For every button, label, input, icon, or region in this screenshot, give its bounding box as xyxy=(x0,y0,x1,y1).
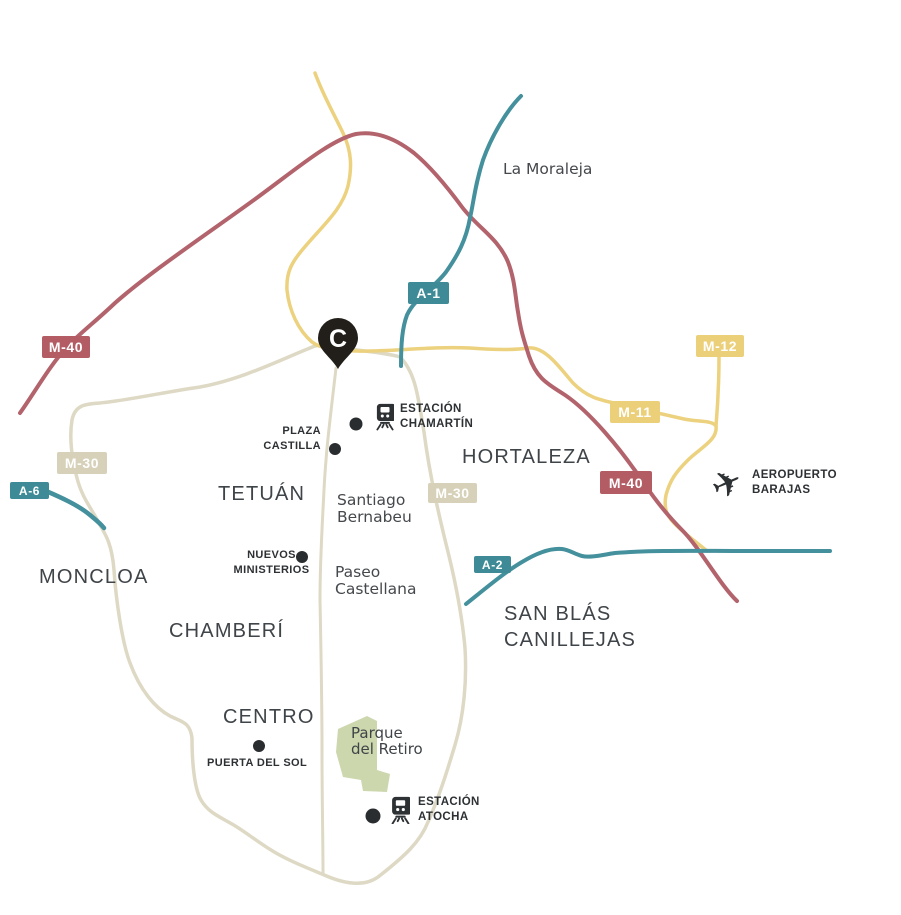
area-label-la-moraleja: La Moraleja xyxy=(503,160,593,178)
road-badge-m40-east: M-40 xyxy=(600,471,652,494)
road-badge-a2: A-2 xyxy=(474,556,511,573)
nuevos-line1: NUEVOS xyxy=(247,549,296,561)
santiago-line1: Santiago xyxy=(337,491,406,509)
dot-estacion-atocha xyxy=(365,808,381,824)
airport-line1: AEROPUERTO xyxy=(752,469,837,481)
place-label-paseo-castellana: Paseo Castellana xyxy=(335,564,416,598)
location-pin: C xyxy=(318,317,358,369)
chamartin-line2: CHAMARTÍN xyxy=(400,417,474,430)
atocha-line2: ATOCHA xyxy=(418,810,469,823)
santiago-line2: Bernabeu xyxy=(337,508,412,526)
station-label-chamartin: ESTACIÓN CHAMARTÍN xyxy=(400,402,473,431)
dot-plaza-castilla xyxy=(329,443,341,455)
road-m12 xyxy=(714,355,721,428)
station-label-atocha: ESTACIÓN ATOCHA xyxy=(418,795,480,824)
district-label-san-blas-line1: SAN BLÁS xyxy=(504,603,612,625)
paseo-line2: Castellana xyxy=(335,580,417,598)
plaza-line2: CASTILLA xyxy=(263,440,321,452)
district-label-san-blas-line2: CANILLEJAS xyxy=(504,629,637,651)
dot-puerta-del-sol xyxy=(253,740,265,752)
road-a1 xyxy=(399,94,523,368)
district-label-centro: CENTRO xyxy=(223,706,315,728)
district-label-san-blas: SAN BLÁS CANILLEJAS xyxy=(504,601,636,653)
road-a2 xyxy=(464,546,832,606)
nuevos-line2: MINISTERIOS xyxy=(233,564,310,576)
road-m11 xyxy=(285,71,718,553)
road-badge-a6: A-6 xyxy=(10,482,49,499)
paseo-line1: Paseo xyxy=(335,563,381,581)
road-badge-m12: M-12 xyxy=(696,335,744,357)
airport-line2: BARAJAS xyxy=(752,483,811,496)
train-icon-chamartin xyxy=(376,402,394,431)
airport-label: AEROPUERTO BARAJAS xyxy=(752,468,837,497)
road-badge-a1: A-1 xyxy=(408,282,449,304)
place-label-santiago-bernabeu: Santiago Bernabeu xyxy=(337,492,412,526)
road-badge-m40-west: M-40 xyxy=(42,336,90,358)
retiro-park-shape xyxy=(336,716,390,792)
dot-nuevos-ministerios xyxy=(296,551,308,563)
road-badge-m30-west: M-30 xyxy=(57,452,107,474)
plaza-line1: PLAZA xyxy=(282,425,321,437)
atocha-line1: ESTACIÓN xyxy=(418,796,480,808)
road-badge-m11: M-11 xyxy=(610,401,660,423)
district-label-chamberi: CHAMBERÍ xyxy=(169,620,285,642)
train-icon-atocha xyxy=(391,796,410,824)
poi-label-puerta-del-sol: PUERTA DEL SOL xyxy=(207,757,308,769)
poi-label-nuevos-ministerios: NUEVOS MINISTERIOS xyxy=(224,548,319,578)
road-castellana xyxy=(318,366,338,876)
pin-letter: C xyxy=(329,325,347,353)
chamartin-line1: ESTACIÓN xyxy=(400,403,462,415)
road-m40 xyxy=(18,131,739,603)
parque-line2: del Retiro xyxy=(351,740,423,758)
road-a6 xyxy=(43,488,107,531)
airplane-icon: ✈ xyxy=(705,460,749,510)
district-label-moncloa: MONCLOA xyxy=(39,566,149,588)
place-label-parque-retiro: Parque del Retiro xyxy=(351,725,423,757)
road-m30-ring xyxy=(69,342,468,886)
road-badge-m30-center: M-30 xyxy=(428,483,477,503)
poi-label-plaza-castilla: PLAZA CASTILLA xyxy=(230,424,321,454)
parque-line1: Parque xyxy=(351,724,403,742)
district-label-hortaleza: HORTALEZA xyxy=(462,446,591,468)
district-label-tetuan: TETUÁN xyxy=(218,483,306,505)
dot-estacion-chamartin xyxy=(349,417,363,431)
